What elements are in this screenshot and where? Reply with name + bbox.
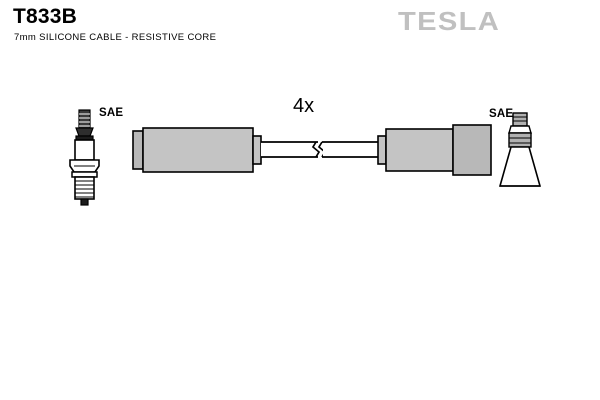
boot-left-body (142, 127, 254, 173)
spark-plug-insulator (74, 139, 95, 161)
spark-plug-hex-nut (69, 159, 100, 173)
rubber-boot-terminal-icon (512, 112, 528, 127)
cable-boot-left (132, 127, 262, 173)
rubber-boot-connector (498, 112, 542, 187)
spark-plug-connector (69, 109, 100, 206)
sae-label-right: SAE (489, 108, 514, 120)
boot-left-neck (252, 135, 262, 165)
tesla-brand-logo: TESLA (398, 6, 501, 36)
rubber-boot-skirt (498, 146, 542, 187)
spark-plug-threaded-body (74, 176, 95, 200)
cable-left-segment (261, 141, 318, 158)
spark-plug-electrode (80, 198, 89, 206)
page-title: T833B (13, 5, 78, 28)
boot-right-end-cap (452, 124, 492, 176)
sae-label-left: SAE (99, 107, 124, 119)
rubber-boot-shoulder (508, 125, 532, 134)
rubber-boot-collar (508, 132, 532, 148)
spark-plug-terminal-icon (78, 109, 91, 129)
boot-left-end-cap (132, 130, 144, 170)
boot-right-body (385, 128, 454, 172)
cable-boot-right (377, 124, 492, 176)
boot-right-neck (377, 135, 387, 165)
quantity-label: 4x (293, 95, 315, 117)
spark-plug-shoulder (75, 127, 94, 137)
part-description: 7mm SILICONE CABLE - RESISTIVE CORE (14, 32, 217, 43)
cable-right-segment (322, 141, 378, 158)
